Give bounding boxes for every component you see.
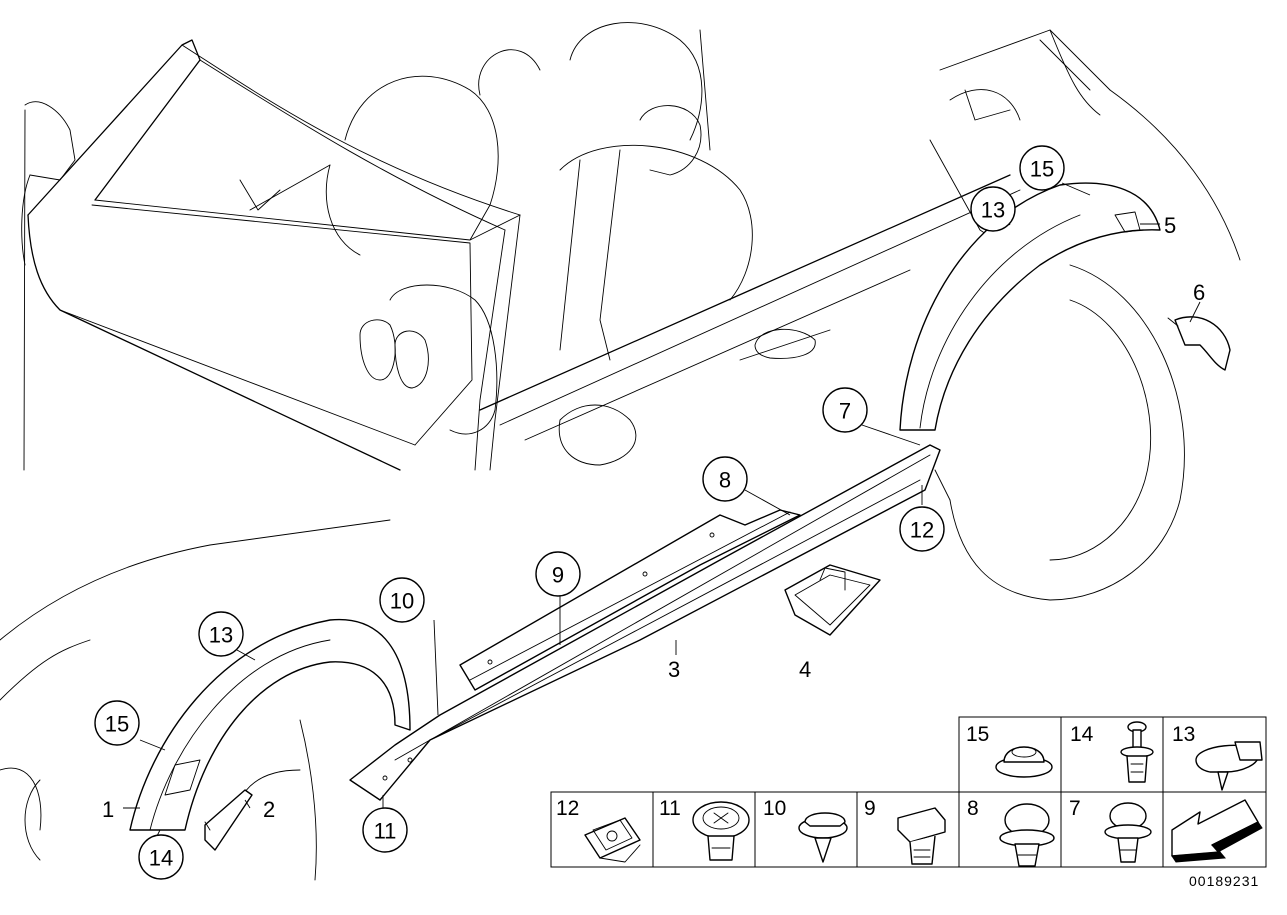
- legend-number: 12: [556, 797, 579, 820]
- callout-2: 2: [263, 797, 275, 822]
- clip-nut-icon: [584, 817, 641, 863]
- part-4-mounting-block: [784, 564, 881, 636]
- fastener-legend: 15 14 13 12 11 10 9 8 7: [550, 716, 1267, 868]
- callout-label: 14: [149, 846, 173, 871]
- legend-number: 14: [1070, 723, 1094, 746]
- callout-label: 13: [981, 198, 1005, 223]
- direction-arrow-icon: [1171, 799, 1263, 863]
- callout-label: 11: [374, 819, 397, 844]
- callout-10: 10: [379, 577, 425, 623]
- side-sill-trim: [349, 444, 941, 801]
- callout-label: 7: [839, 399, 851, 424]
- expanding-rivet-icon: [692, 801, 750, 861]
- legend-number: 11: [659, 797, 681, 820]
- callout-9: 9: [535, 551, 581, 597]
- callout-12: 12: [899, 506, 945, 552]
- callout-13-front: 13: [198, 611, 244, 657]
- part-2-bracket: [204, 789, 253, 851]
- rivet-screw-icon: [1120, 721, 1154, 783]
- callout-label: 13: [209, 623, 233, 648]
- callout-5: 5: [1164, 213, 1176, 238]
- callout-label: 9: [552, 563, 564, 588]
- callout-3: 3: [668, 657, 680, 682]
- legend-number: 15: [966, 723, 989, 746]
- callout-6: 6: [1193, 280, 1205, 305]
- legend-number: 7: [1069, 797, 1081, 820]
- push-clip-small-icon: [1104, 802, 1152, 863]
- callout-13-rear: 13: [970, 186, 1016, 232]
- callout-label: 12: [910, 518, 934, 543]
- catalog-code: 00189231: [1189, 873, 1259, 889]
- callout-15-rear: 15: [1019, 145, 1065, 191]
- push-clip-icon: [999, 803, 1055, 867]
- callout-label: 15: [1030, 157, 1054, 182]
- legend-number: 9: [864, 797, 876, 820]
- legend-number: 8: [967, 797, 979, 820]
- callout-label: 10: [390, 589, 414, 614]
- expanding-nut-icon: [995, 746, 1053, 778]
- callout-15-front: 15: [94, 700, 140, 746]
- part-6-bracket: [1167, 316, 1231, 371]
- flat-clip-icon: [1195, 741, 1263, 791]
- callout-label: 15: [105, 712, 129, 737]
- trim-clip-icon: [798, 812, 848, 863]
- callout-11: 11: [362, 807, 408, 853]
- front-wheel-arch-trim: [129, 618, 411, 831]
- callout-4: 4: [799, 657, 811, 682]
- square-clip-icon: [897, 807, 946, 865]
- callout-8: 8: [702, 456, 748, 502]
- rear-wheel-arch-trim: [899, 182, 1161, 431]
- callout-label: 8: [719, 468, 731, 493]
- callout-7: 7: [822, 387, 868, 433]
- callout-1: 1: [102, 797, 114, 822]
- legend-number: 13: [1172, 723, 1195, 746]
- callout-14: 14: [138, 834, 184, 880]
- legend-number: 10: [763, 797, 786, 820]
